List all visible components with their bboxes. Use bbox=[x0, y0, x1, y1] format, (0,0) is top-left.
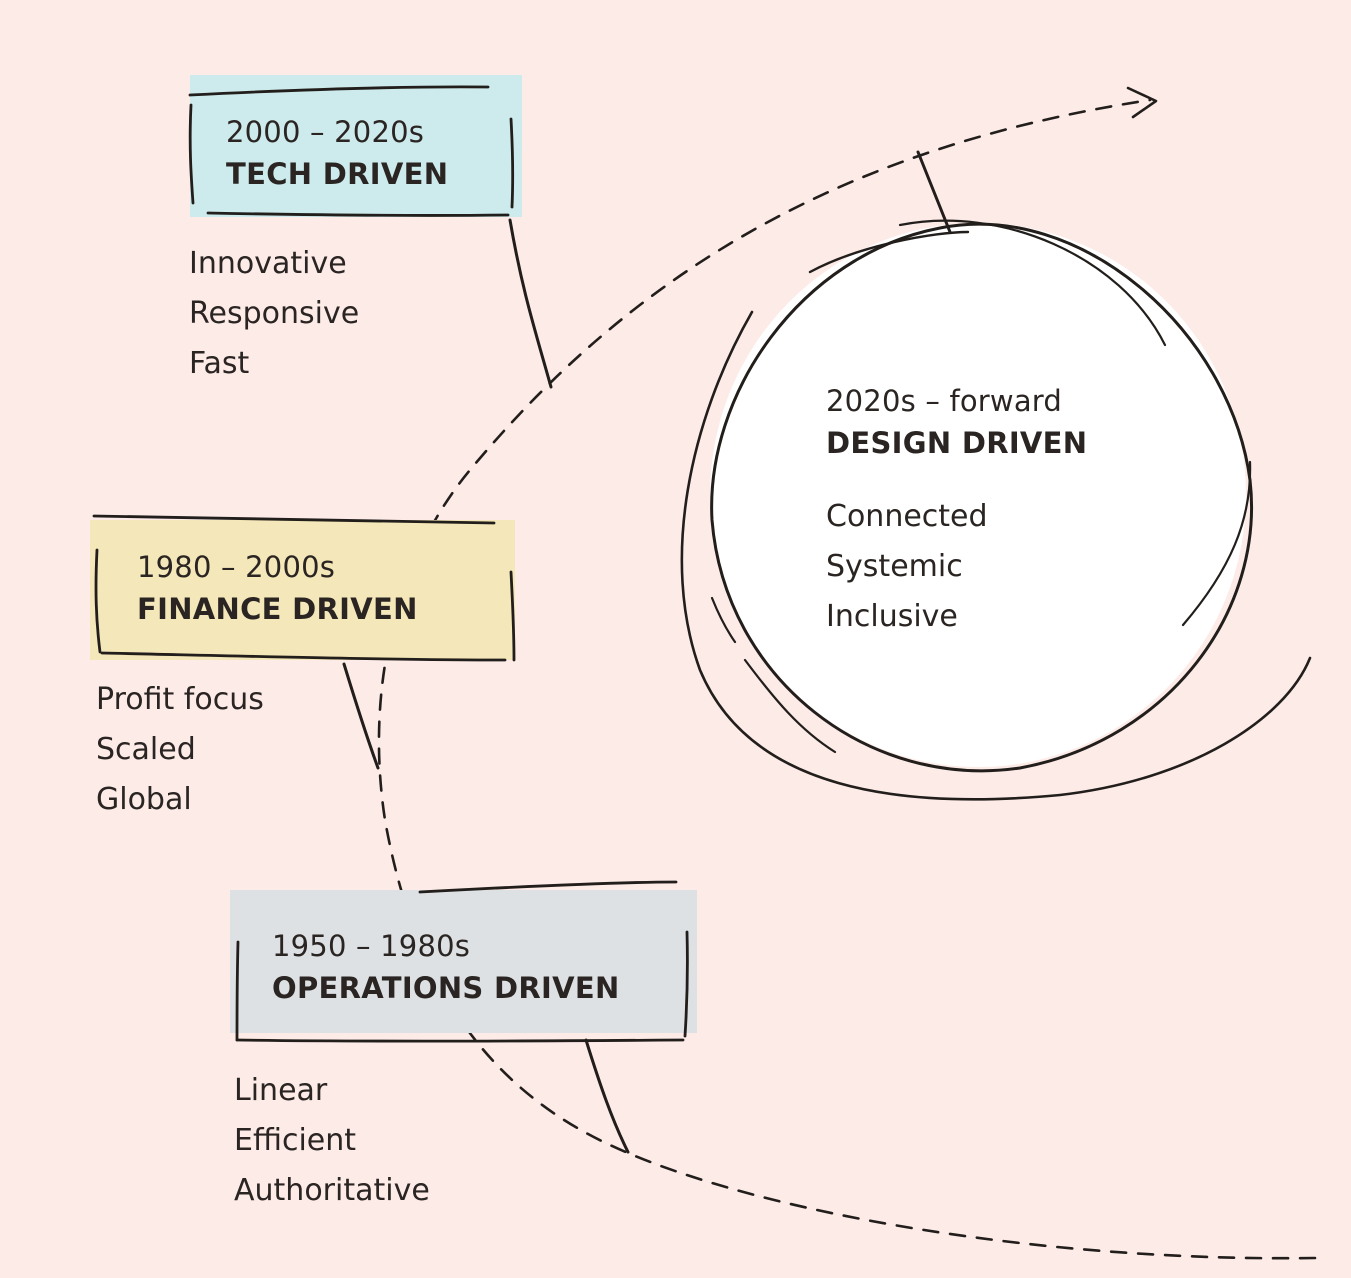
trait-list-finance: Profit focus Scaled Global bbox=[96, 675, 264, 825]
box-text-operations: 1950 – 1980s OPERATIONS DRIVEN bbox=[272, 925, 620, 1009]
trait-item: Responsive bbox=[189, 296, 360, 331]
era-range-future: 2020s – forward bbox=[826, 384, 1063, 418]
trait-item: Linear bbox=[234, 1073, 328, 1108]
trait-item: Fast bbox=[189, 346, 250, 381]
trait-item: Scaled bbox=[96, 732, 196, 767]
era-title-tech: TECH DRIVEN bbox=[226, 157, 449, 191]
timeline-dashed-curve bbox=[377, 98, 1317, 1260]
trait-item: Inclusive bbox=[826, 599, 958, 634]
trait-item: Authoritative bbox=[234, 1173, 430, 1208]
trait-item: Profit focus bbox=[96, 682, 264, 717]
trait-item: Global bbox=[96, 782, 192, 817]
box-sketch-operations bbox=[235, 880, 689, 1043]
era-title-finance: FINANCE DRIVEN bbox=[137, 592, 418, 626]
period-box-finance: 1980 – 2000s FINANCE DRIVEN bbox=[90, 514, 516, 662]
era-range-tech: 2000 – 2020s bbox=[226, 115, 425, 149]
box-fill-finance bbox=[90, 520, 515, 660]
box-sketch-tech bbox=[188, 85, 515, 217]
connector-tech bbox=[508, 218, 553, 389]
trait-list-future: Connected Systemic Inclusive bbox=[826, 492, 1087, 642]
box-sketch-finance bbox=[92, 514, 516, 662]
trait-item: Efficient bbox=[234, 1123, 357, 1158]
trait-item: Connected bbox=[826, 499, 988, 534]
period-box-operations: 1950 – 1980s OPERATIONS DRIVEN bbox=[230, 880, 697, 1043]
connector-operations bbox=[584, 1038, 630, 1154]
trait-item: Innovative bbox=[189, 246, 347, 281]
box-fill-tech bbox=[190, 75, 522, 217]
era-range-operations: 1950 – 1980s bbox=[272, 929, 471, 963]
box-fill-operations bbox=[230, 890, 697, 1033]
connector-finance bbox=[342, 662, 380, 770]
period-box-tech: 2000 – 2020s TECH DRIVEN bbox=[188, 75, 522, 217]
era-title-future: DESIGN DRIVEN bbox=[826, 426, 1088, 460]
connector-lines bbox=[342, 150, 952, 1154]
box-text-tech: 2000 – 2020s TECH DRIVEN bbox=[226, 111, 448, 195]
trait-list-operations: Linear Efficient Authoritative bbox=[234, 1066, 430, 1216]
future-circle-fill bbox=[710, 223, 1246, 767]
future-circle-sketch bbox=[680, 219, 1312, 801]
future-circle-content: 2020s – forward DESIGN DRIVEN Connected … bbox=[826, 380, 1087, 642]
connector-future bbox=[916, 150, 952, 234]
timeline-arrowhead bbox=[1126, 86, 1158, 119]
box-text-finance: 1980 – 2000s FINANCE DRIVEN bbox=[137, 546, 418, 630]
era-title-operations: OPERATIONS DRIVEN bbox=[272, 971, 620, 1005]
era-range-finance: 1980 – 2000s bbox=[137, 550, 336, 584]
trait-list-tech: Innovative Responsive Fast bbox=[189, 239, 359, 389]
trait-item: Systemic bbox=[826, 549, 963, 584]
